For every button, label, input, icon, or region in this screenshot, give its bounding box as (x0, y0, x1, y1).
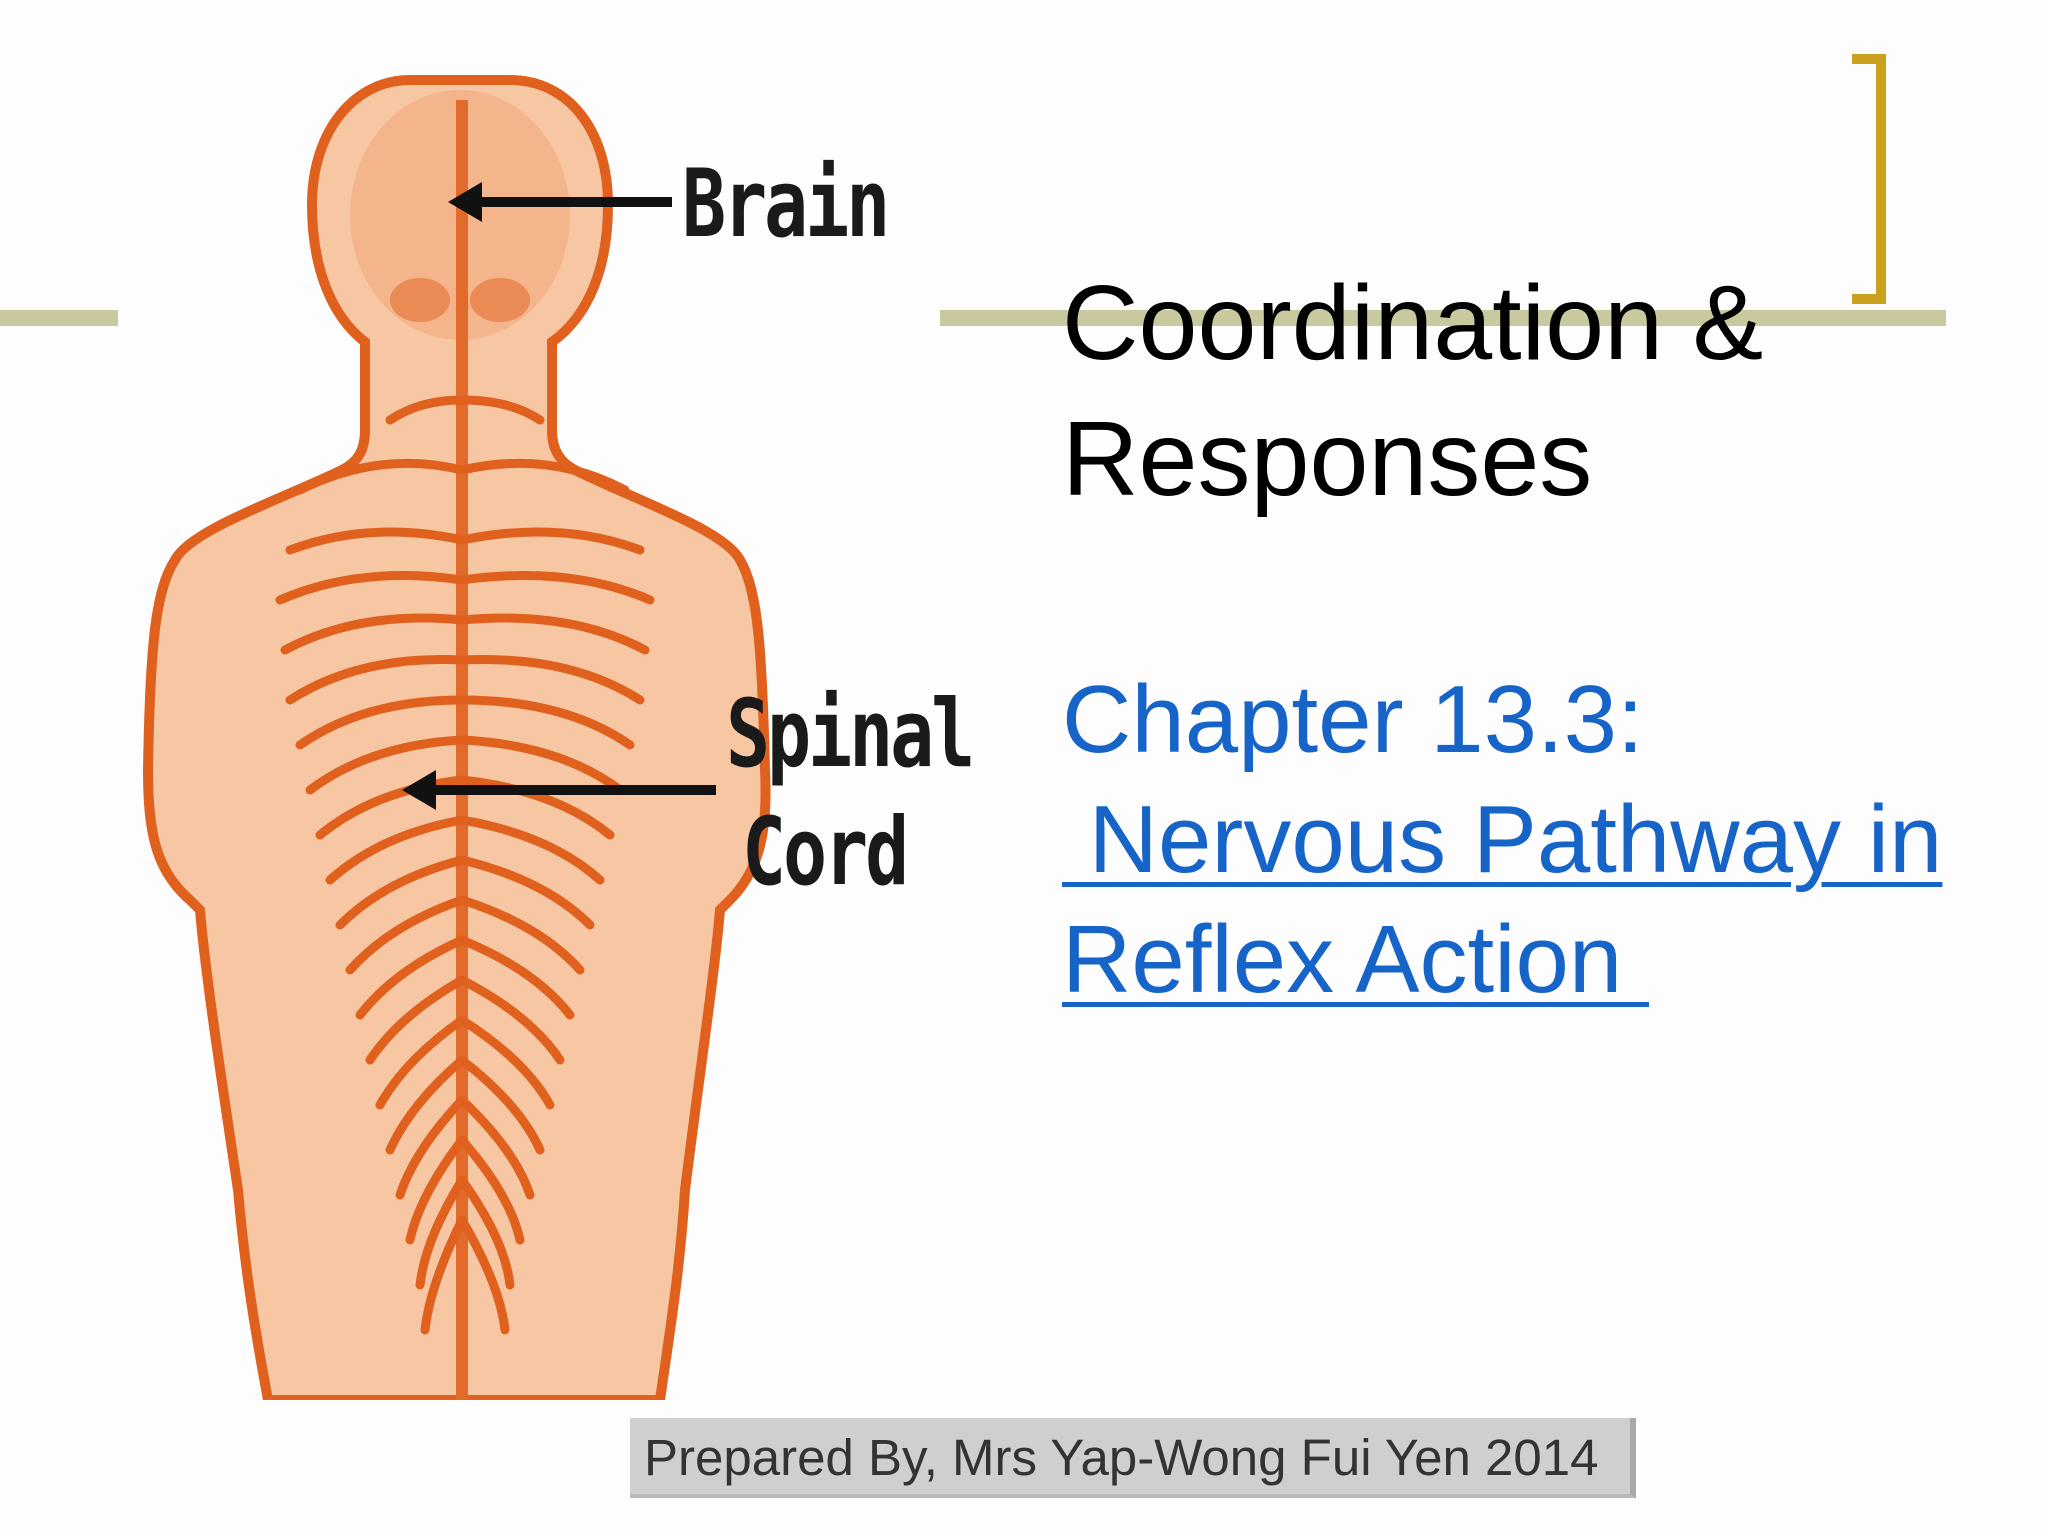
decorative-rule-right (940, 310, 1946, 326)
spinal-label: Spinal (726, 680, 975, 789)
decorative-bracket (1852, 54, 1886, 304)
cord-label: Cord (742, 798, 909, 907)
slide-title-line-2: Responses (1062, 400, 1593, 518)
spinal-cord (456, 100, 468, 1400)
nervous-system-illustration (142, 75, 771, 1400)
reflex-action-link-line-1[interactable]: Nervous Pathway in (1062, 786, 1943, 893)
nerve-branches (275, 395, 655, 1335)
nervous-system-figure (120, 70, 1000, 1400)
slide-title: Coordination & Responses (1062, 255, 1763, 527)
spinal-cord-arrow (402, 770, 716, 810)
reflex-action-link-line-2[interactable]: Reflex Action (1062, 906, 1649, 1013)
eye-right (470, 278, 530, 322)
brain-arrow (448, 182, 672, 222)
eye-left (390, 278, 450, 322)
footer-credit: Prepared By, Mrs Yap-Wong Fui Yen 2014 (630, 1418, 1636, 1498)
chapter-subtitle: Chapter 13.3: (1062, 666, 1644, 773)
slide-title-line-1: Coordination & (1062, 264, 1764, 382)
brain-label: Brain (682, 150, 890, 259)
decorative-rule-left (0, 310, 118, 326)
